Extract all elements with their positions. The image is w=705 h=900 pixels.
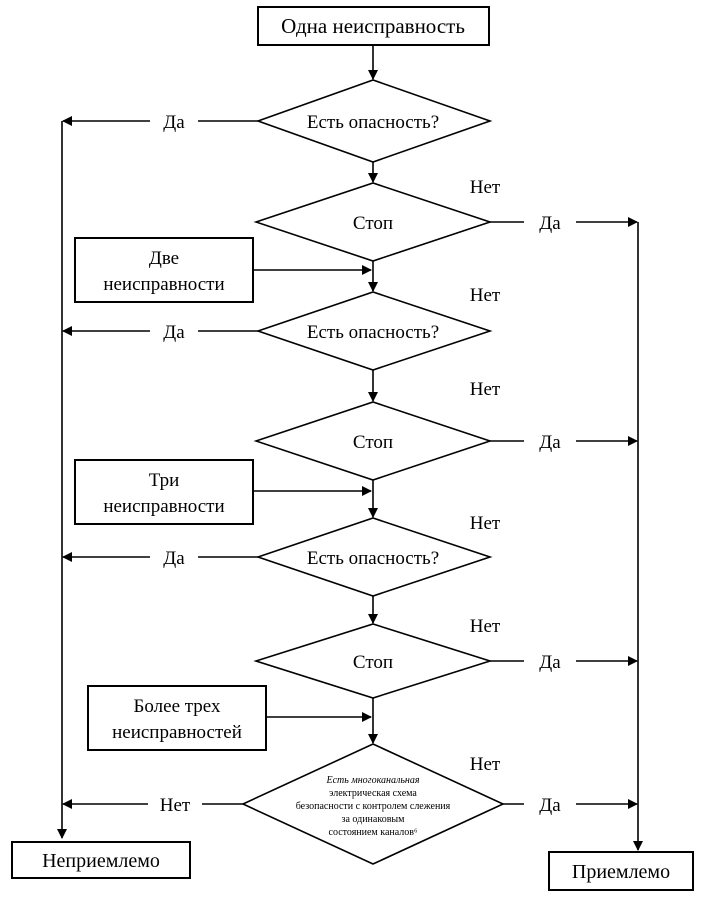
stop-decision-1-label: Стоп — [353, 213, 393, 234]
multichannel-question-line4: за одинаковым — [342, 814, 406, 825]
three-faults-line2: неисправности — [103, 496, 224, 517]
q2-no-label: Нет — [470, 379, 501, 400]
q3-yes-label: Да — [163, 548, 185, 569]
final-yes-label: Да — [539, 795, 561, 816]
more-faults-line2: неисправностей — [112, 722, 242, 743]
stop3-no-label: Нет — [470, 754, 501, 775]
q3-no-label: Нет — [470, 616, 501, 637]
acceptable-box — [548, 851, 694, 891]
final-no-label: Нет — [160, 795, 191, 816]
stop1-no-label: Нет — [470, 285, 501, 306]
multichannel-question-line5: состоянием каналов⁶ — [329, 827, 418, 838]
multichannel-question-line2: электрическая схема — [329, 788, 417, 799]
start-box — [257, 6, 490, 46]
stop-decision-2-label: Стоп — [353, 432, 393, 453]
stop2-no-label: Нет — [470, 513, 501, 534]
q1-yes-label: Да — [163, 112, 185, 133]
danger-question-3 — [255, 517, 493, 597]
acceptable-label: Приемлемо — [572, 861, 670, 883]
unacceptable-label: Неприемлемо — [42, 850, 160, 872]
multichannel-question-line3: безопасности с контролем слежения — [296, 801, 451, 812]
danger-question-2 — [255, 291, 493, 371]
q1-no-label: Нет — [470, 177, 501, 198]
start-label: Одна неисправность — [281, 14, 465, 38]
danger-question-1-label: Есть опасность? — [307, 112, 439, 133]
two-faults-line1: Две — [149, 248, 179, 269]
stop-decision-3-label: Стоп — [353, 652, 393, 673]
unacceptable-box — [11, 841, 191, 879]
three-faults-box — [74, 459, 254, 525]
two-faults-line2: неисправности — [103, 274, 224, 295]
danger-question-2-label: Есть опасность? — [307, 322, 439, 343]
multichannel-question-line1: Есть многоканальная — [326, 775, 420, 786]
more-faults-line1: Более трех — [134, 696, 221, 717]
danger-question-1 — [255, 79, 493, 163]
stop3-yes-label: Да — [539, 652, 561, 673]
q2-yes-label: Да — [163, 322, 185, 343]
stop2-yes-label: Да — [539, 432, 561, 453]
three-faults-line1: Три — [149, 470, 180, 491]
danger-question-3-label: Есть опасность? — [307, 548, 439, 569]
stop1-yes-label: Да — [539, 213, 561, 234]
more-faults-box — [87, 685, 267, 751]
